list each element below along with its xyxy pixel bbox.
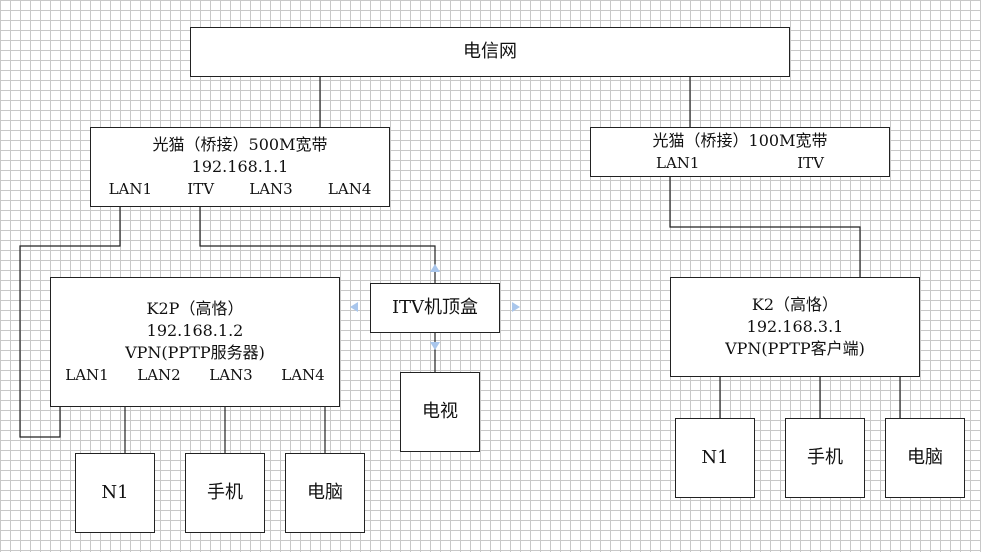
device-right-pc[interactable]: 电脑 — [885, 418, 965, 498]
modem-left-title: 光猫（桥接）500M宽带 — [152, 135, 328, 154]
modem-right[interactable]: 光猫（桥接）100M宽带 LAN1 ITV — [590, 127, 890, 177]
router-k2p-title: K2P（高恪） — [146, 299, 244, 318]
port-label: LAN1 — [65, 366, 109, 384]
modem-left[interactable]: 光猫（桥接）500M宽带 192.168.1.1 LAN1 ITV LAN3 L… — [90, 127, 390, 207]
wire-modem-right-to-k2 — [669, 177, 861, 277]
router-k2p-role: VPN(PPTP服务器) — [125, 343, 265, 362]
itv-settopbox[interactable]: ITV机顶盒 — [370, 283, 500, 333]
port-label: LAN1 — [656, 154, 700, 172]
port-label: LAN1 — [108, 180, 153, 198]
device-right-n1[interactable]: N1 — [675, 418, 755, 498]
port-label: ITV — [797, 154, 824, 172]
device-left-phone[interactable]: 手机 — [185, 453, 265, 533]
selection-handle-top — [430, 264, 440, 272]
modem-left-ip: 192.168.1.1 — [191, 157, 289, 176]
tv-label: 电视 — [422, 401, 458, 422]
device-right-phone[interactable]: 手机 — [785, 418, 865, 498]
router-k2p-ports: LAN1 LAN2 LAN3 LAN4 — [51, 364, 339, 386]
device-label: 手机 — [807, 447, 843, 468]
internet-node[interactable]: 电信网 — [190, 27, 790, 77]
internet-label: 电信网 — [463, 41, 517, 62]
router-k2p[interactable]: K2P（高恪） 192.168.1.2 VPN(PPTP服务器) LAN1 LA… — [50, 277, 340, 407]
selection-handle-left — [350, 302, 358, 312]
itv-settopbox-label: ITV机顶盒 — [391, 297, 479, 318]
port-label: LAN3 — [249, 180, 293, 198]
port-label: LAN3 — [209, 366, 253, 384]
modem-left-ports: LAN1 ITV LAN3 LAN4 — [91, 178, 389, 200]
router-k2-role: VPN(PPTP客户端) — [725, 339, 865, 358]
device-label: N1 — [701, 447, 729, 468]
modem-right-ports: LAN1 ITV — [591, 152, 889, 174]
router-k2p-ip: 192.168.1.2 — [146, 321, 244, 340]
modem-right-title: 光猫（桥接）100M宽带 — [652, 131, 828, 150]
device-label: 电脑 — [307, 482, 343, 503]
wire-itv-to-settopbox — [199, 207, 436, 283]
selection-handle-bottom — [430, 342, 440, 350]
router-k2-title: K2（高恪） — [751, 295, 839, 314]
wire-modem-lan1-to-k2p — [19, 207, 121, 438]
device-left-pc[interactable]: 电脑 — [285, 453, 365, 533]
device-label: 手机 — [207, 482, 243, 503]
device-label: N1 — [101, 482, 129, 503]
device-label: 电脑 — [907, 447, 943, 468]
router-k2-ip: 192.168.3.1 — [746, 317, 844, 336]
port-label: LAN2 — [137, 366, 181, 384]
device-left-n1[interactable]: N1 — [75, 453, 155, 533]
port-label: ITV — [187, 180, 215, 198]
router-k2[interactable]: K2（高恪） 192.168.3.1 VPN(PPTP客户端) — [670, 277, 920, 377]
port-label: LAN4 — [327, 180, 372, 198]
selection-handle-right — [512, 302, 520, 312]
port-label: LAN4 — [281, 366, 325, 384]
tv-node[interactable]: 电视 — [400, 372, 480, 452]
